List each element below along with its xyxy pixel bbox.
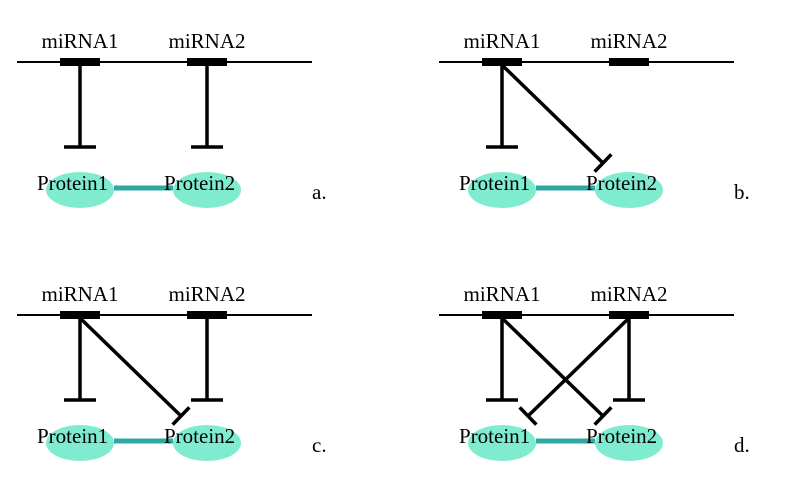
protein2-label: Protein2 [164,171,235,195]
panel-label: a. [312,180,327,204]
protein2-label: Protein2 [164,424,235,448]
protein2-label: Protein2 [586,171,657,195]
mirna1-label: miRNA1 [41,29,118,53]
protein1-label: Protein1 [459,171,530,195]
repression-mirna1-to-protein1 [486,318,518,402]
mirna1-label: miRNA1 [463,282,540,306]
mirna2-label: miRNA2 [168,29,245,53]
repression-mirna1-to-protein1 [64,65,96,149]
protein2-node [173,425,241,461]
protein1-label: Protein1 [37,171,108,195]
mirna1-label: miRNA1 [41,282,118,306]
protein2-node [595,425,663,461]
repression-mirna1-to-protein2 [500,63,613,173]
repression-mirna2-to-protein1 [518,316,631,426]
repression-mirna1-to-protein2 [78,316,191,426]
repression-mirna1-to-protein1 [486,65,518,149]
repression-mirna2-to-protein2 [613,318,645,402]
repression-mirna1-to-protein2 [500,316,613,426]
mirna2-label: miRNA2 [590,282,667,306]
repression-mirna1-to-protein1 [64,318,96,402]
protein2-node [173,172,241,208]
mirna1-label: miRNA1 [463,29,540,53]
mirna2-label: miRNA2 [590,29,667,53]
repression-mirna2-to-protein2 [191,65,223,149]
protein1-node [468,172,536,208]
protein1-node [46,425,114,461]
protein1-node [46,172,114,208]
protein2-node [595,172,663,208]
repression-mirna2-to-protein2 [191,318,223,402]
panel-label: d. [734,433,750,457]
mirna2-label: miRNA2 [168,282,245,306]
panel-label: b. [734,180,750,204]
panel-label: c. [312,433,327,457]
protein2-label: Protein2 [586,424,657,448]
protein1-label: Protein1 [459,424,530,448]
protein1-node [468,425,536,461]
protein1-label: Protein1 [37,424,108,448]
